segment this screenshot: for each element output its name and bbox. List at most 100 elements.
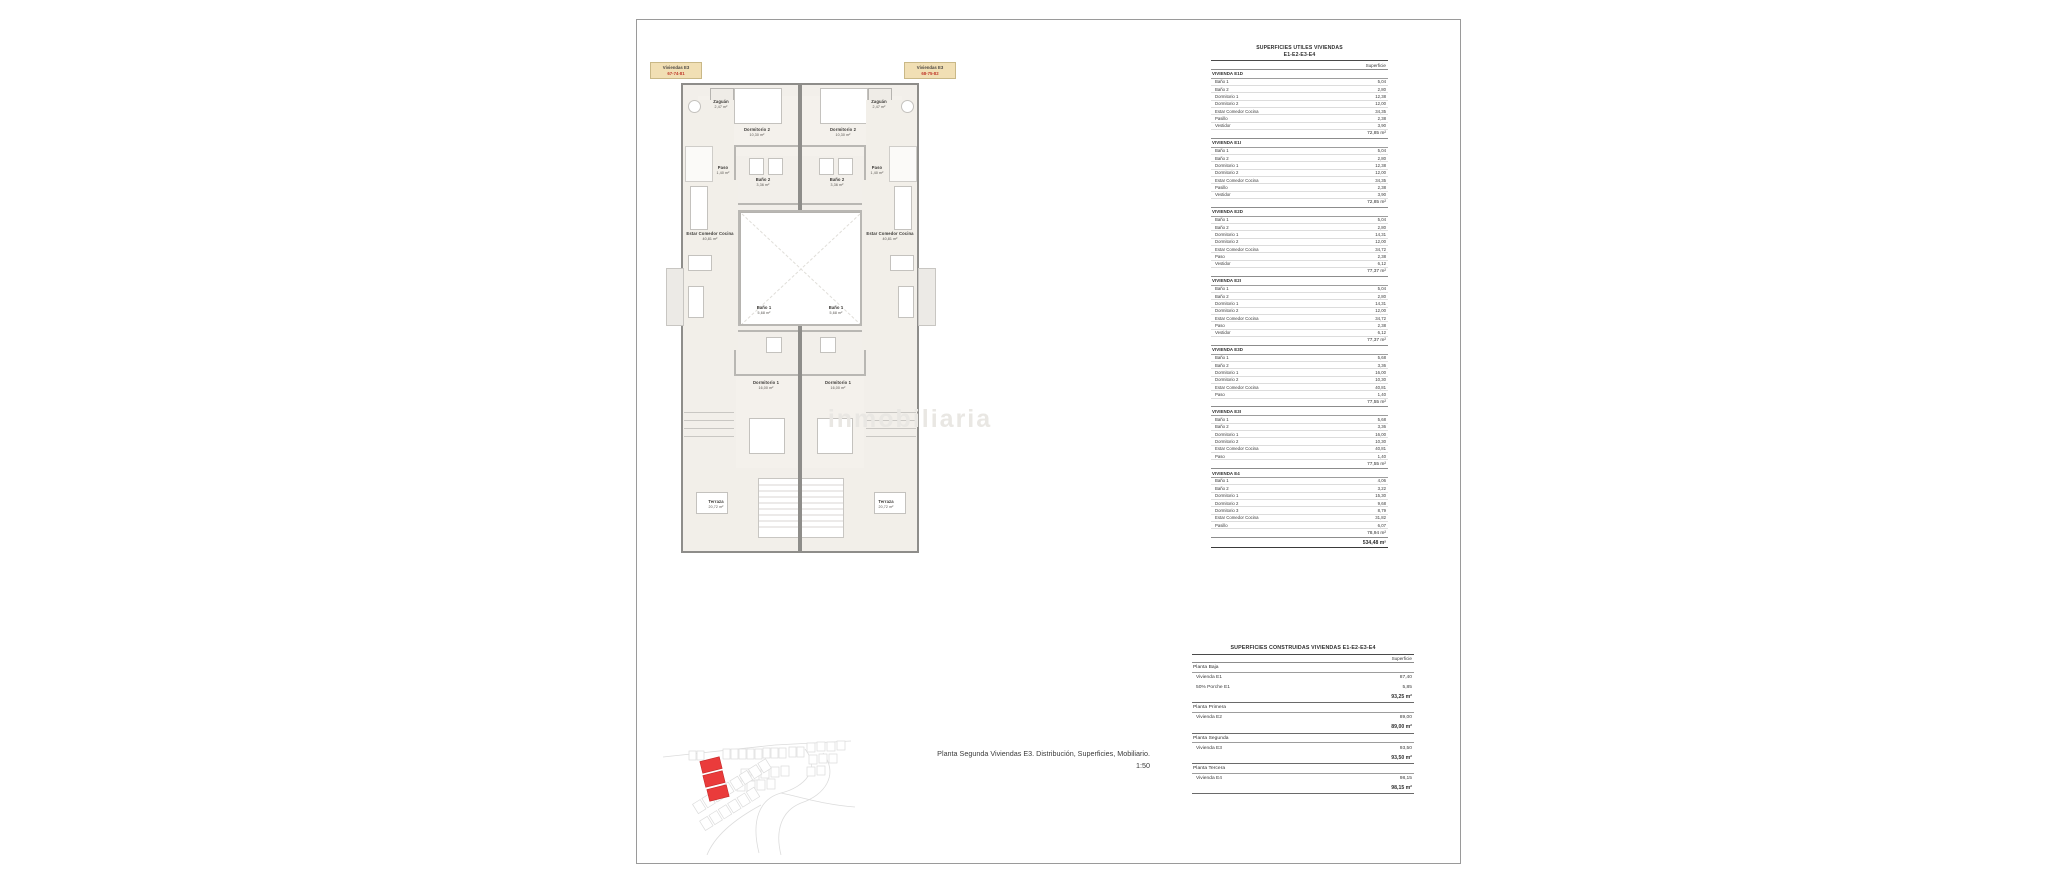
table-group-header: VIVIENDA E3D	[1211, 346, 1388, 355]
courtyard-void	[740, 212, 862, 326]
plan-caption: Planta Segunda Viviendas E3. Distribució…	[860, 748, 1150, 771]
row-label: Vivienda E4	[1196, 776, 1223, 782]
subtotal-value: 93,50 m²	[1391, 754, 1412, 761]
row-value: 1,40	[1377, 453, 1386, 459]
table-subtotal: 77,55 m²	[1211, 399, 1388, 408]
row-value: 2,80	[1377, 224, 1386, 230]
row-value: 5,04	[1377, 148, 1386, 154]
basin-right-icon	[838, 158, 853, 175]
subtotal-value: 98,15 m²	[1391, 785, 1412, 792]
row-label: Estar Comedor Cocina	[1215, 177, 1259, 183]
row-label: Paso	[1215, 392, 1225, 398]
row-label: Vivienda E2	[1196, 715, 1223, 721]
wall-bath2-right	[864, 145, 866, 205]
row-label: Dormitorio 1	[1215, 493, 1239, 499]
subtotal-value: 72,85 m²	[1367, 131, 1386, 137]
row-label: Dormitorio 1	[1215, 300, 1239, 306]
bed-right	[817, 418, 853, 454]
subtotal-value: 77,37 m²	[1367, 338, 1386, 344]
row-label: Baño 2	[1215, 424, 1229, 430]
dining-table-right	[894, 186, 912, 230]
table-group-header: Planta Tercera	[1192, 764, 1414, 774]
highlighted-plots	[699, 756, 730, 802]
wall-bath2-left	[734, 145, 736, 205]
table-subtotal: 93,25 m²	[1192, 692, 1414, 704]
row-value: 6,12	[1377, 330, 1386, 336]
wall-bath1-right	[864, 330, 866, 376]
row-value: 2,38	[1377, 254, 1386, 260]
row-value: 8,79	[1377, 507, 1386, 513]
railing-right-2	[866, 420, 916, 421]
table-group-header: Planta Segunda	[1192, 734, 1414, 744]
row-label: Baño 2	[1215, 485, 1229, 491]
wc-bath1-left-icon	[766, 337, 782, 353]
table-group-header: VIVIENDA E1D	[1211, 70, 1388, 79]
row-value: 14,31	[1375, 231, 1386, 237]
sofa-left	[688, 255, 712, 271]
label-terraza-right: Terraza 20,72 m²	[878, 499, 894, 509]
row-value: 34,35	[1375, 108, 1386, 114]
row-value: 3,90	[1377, 123, 1386, 129]
table-subtotal: 72,85 m²	[1211, 199, 1388, 208]
row-value: 10,30	[1375, 438, 1386, 444]
label-bano1-left: Baño 1 5,68 m²	[756, 305, 772, 315]
unit-tag-right: Viviendas E3 68-75-82	[904, 62, 956, 80]
row-label: 50% Porche E1	[1196, 685, 1230, 691]
courtyard-diagonals-icon	[741, 213, 861, 325]
site-location-map	[655, 735, 870, 856]
row-label: Dormitorio 2	[1215, 239, 1239, 245]
row-value: 3,36	[1377, 362, 1386, 368]
row-label: Baño 2	[1215, 224, 1229, 230]
basin-left-icon	[768, 158, 783, 175]
railing-left-1	[684, 412, 734, 413]
row-value: 16,00	[1375, 431, 1386, 437]
kitchen-counter-left	[685, 146, 713, 182]
table-subtotal: 77,55 m²	[1211, 460, 1388, 469]
table-group-header: Planta Baja	[1192, 663, 1414, 673]
row-label: Paso	[1215, 323, 1225, 329]
table-superficies-construidas: SUPERFICIES CONSTRUIDAS VIVIENDAS E1-E2-…	[1192, 645, 1414, 795]
row-label: Baño 1	[1215, 355, 1229, 361]
row-value: 10,30	[1375, 377, 1386, 383]
wall-bath1-top-left	[734, 330, 798, 332]
row-value: 89,00	[1399, 715, 1412, 721]
stair-spine-wall	[798, 478, 802, 550]
subtotal-value: 93,25 m²	[1391, 694, 1412, 701]
row-label: Vivienda E1	[1196, 675, 1223, 681]
table2-title: SUPERFICIES CONSTRUIDAS VIVIENDAS E1-E2-…	[1192, 645, 1414, 655]
sideboard-right	[898, 286, 914, 318]
subtotal-value: 77,55 m²	[1367, 400, 1386, 406]
row-label: Baño 1	[1215, 286, 1229, 292]
row-label: Pasillo	[1215, 522, 1228, 528]
wall-bath1-bottom-right	[802, 374, 866, 376]
label-estar-left: Estar Comedor Cocina 40,81 m²	[686, 231, 734, 241]
wall-corr-right	[802, 145, 866, 147]
label-terraza-left: Terraza 20,72 m²	[708, 499, 724, 509]
row-value: 93,50	[1399, 745, 1412, 751]
table1-total: 534,48 m²	[1211, 538, 1388, 549]
row-label: Baño 1	[1215, 148, 1229, 154]
row-label: Dormitorio 1	[1215, 369, 1239, 375]
subtotal-value: 78,94 m²	[1367, 530, 1386, 536]
